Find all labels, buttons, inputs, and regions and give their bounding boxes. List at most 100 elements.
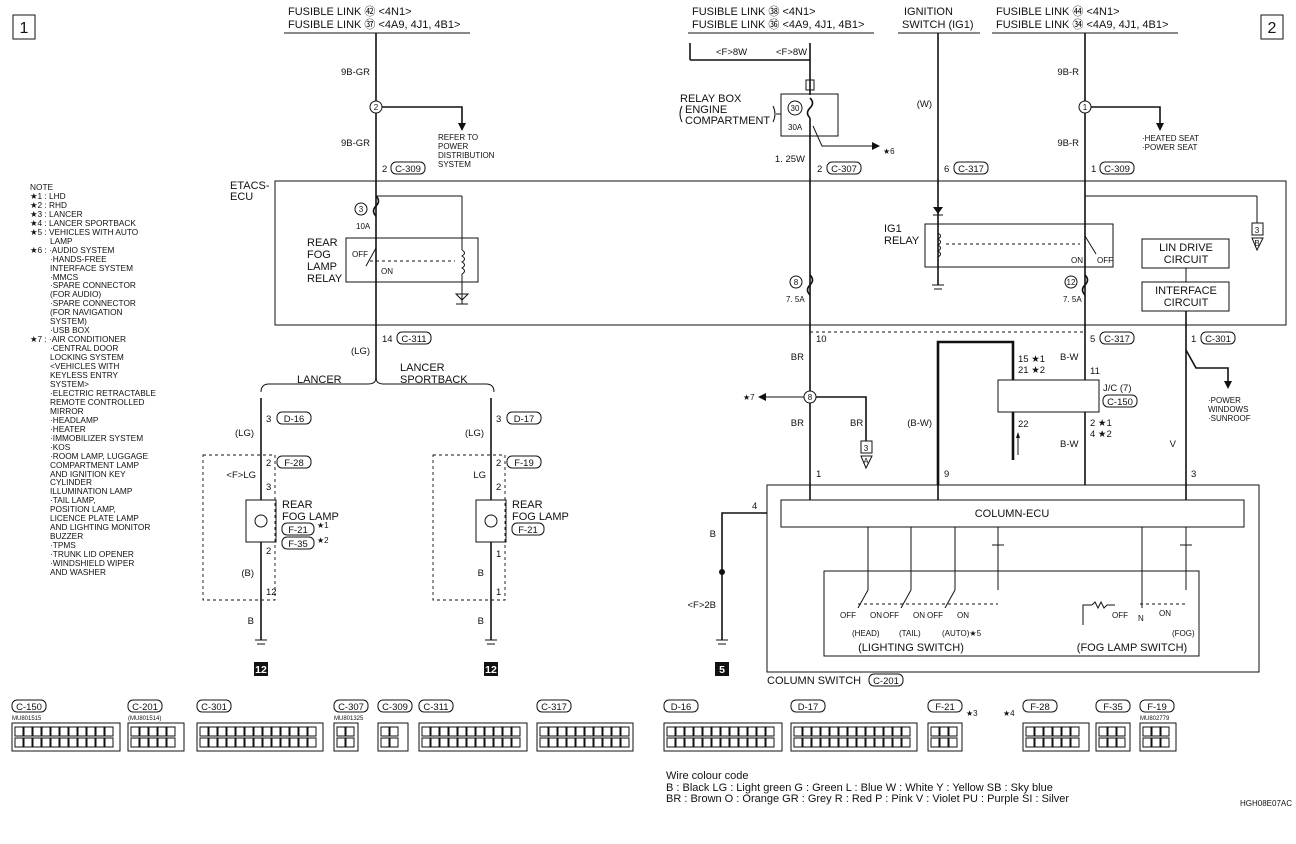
lin-drive-label: LIN DRIVE [1159, 242, 1213, 254]
svg-text:30A: 30A [788, 123, 803, 132]
svg-text:B: B [248, 616, 254, 627]
svg-text:★2: ★2 [317, 536, 329, 545]
svg-text:DISTRIBUTION: DISTRIBUTION [438, 151, 495, 160]
supply-2: FUSIBLE LINK ㊳ <4N1> FUSIBLE LINK ㊱ <4A9… [688, 5, 874, 34]
ground-ref-12-b: 12 [485, 664, 497, 676]
svg-text:30: 30 [791, 104, 800, 113]
svg-text:(W): (W) [917, 99, 932, 110]
connector-c-309: C-309 [377, 699, 413, 752]
svg-text:3: 3 [496, 414, 501, 425]
supply-1-line2: FUSIBLE LINK ㊲ <4A9, 4J1, 4B1> [288, 18, 460, 31]
note-line: ★4 : LANCER SPORTBACK [30, 217, 136, 228]
svg-text:ON: ON [1159, 609, 1171, 618]
connector-part: (MU801514) [128, 716, 161, 722]
svg-text:CIRCUIT: CIRCUIT [1164, 297, 1209, 309]
svg-text:2: 2 [496, 482, 501, 493]
svg-text:ON: ON [957, 611, 969, 620]
svg-text:FOG LAMP: FOG LAMP [282, 511, 339, 523]
svg-text:9: 9 [944, 469, 949, 480]
supply-3: IGNITION SWITCH (IG1) [898, 6, 980, 34]
note-line: POSITION LAMP, [50, 504, 116, 515]
svg-text:1. 25W: 1. 25W [775, 154, 805, 165]
connector-d-16: D-16 [663, 699, 783, 752]
svg-text:ON: ON [381, 267, 393, 276]
column-switch-label: COLUMN SWITCH [767, 675, 861, 687]
svg-text:CIRCUIT: CIRCUIT [1164, 254, 1209, 266]
svg-text:9B-R: 9B-R [1057, 138, 1079, 149]
svg-text:·POWER: ·POWER [1208, 396, 1241, 405]
svg-text:OFF: OFF [352, 250, 368, 259]
svg-text:RELAY: RELAY [884, 235, 920, 247]
switch-housing [823, 570, 1200, 657]
note-line: ★3 : LANCER [30, 208, 83, 219]
svg-text:★7: ★7 [743, 393, 755, 402]
svg-text:·HEATED SEAT: ·HEATED SEAT [1142, 134, 1199, 143]
drawing-id: HGH08E07AC [1240, 799, 1292, 808]
svg-text:10A: 10A [356, 222, 371, 231]
svg-text:1: 1 [496, 549, 501, 560]
svg-text:B: B [478, 616, 484, 627]
svg-text:21 ★2: 21 ★2 [1018, 365, 1045, 376]
svg-text:2: 2 [382, 164, 387, 175]
svg-text:ON: ON [870, 611, 882, 620]
svg-text:<F>8W: <F>8W [716, 47, 747, 58]
svg-text:RELAY: RELAY [307, 273, 343, 285]
connector-id: C-317 [541, 702, 567, 713]
conn-c317-b: C-317 [1104, 334, 1130, 345]
column-ecu [780, 499, 1245, 528]
rear-fog-lamp-sportback [475, 499, 507, 543]
note-line: ·ELECTRIC RETRACTABLE [50, 387, 156, 398]
wire-colour-code-line1: B : Black LG : Light green G : Green L :… [666, 782, 1053, 794]
conn-c301: C-301 [1205, 334, 1231, 345]
connector-id: D-17 [798, 702, 819, 713]
conn-f19: F-19 [514, 458, 534, 469]
note-line: ·SPARE CONNECTOR [50, 280, 136, 291]
svg-text:22: 22 [1018, 419, 1029, 430]
svg-text:LG: LG [473, 470, 486, 481]
conn-f21-b: F-21 [518, 525, 538, 536]
note-line: MIRROR [50, 405, 84, 416]
etacs-ecu-box [274, 180, 1287, 326]
sheet-number-right: 2 [1268, 20, 1277, 37]
wire-colour-code-line2: BR : Brown O : Orange GR : Grey R : Red … [666, 793, 1069, 805]
svg-text:ENGINE: ENGINE [685, 104, 727, 116]
ground-ref-5: 5 [719, 664, 725, 676]
label-9b-gr-b: 9B-GR [341, 138, 370, 149]
conn-c201: C-201 [873, 676, 899, 687]
note-line: ·SPARE CONNECTOR [50, 298, 136, 309]
connector-c-311: C-311 [418, 699, 528, 752]
note-line: ·IMMOBILIZER SYSTEM [50, 432, 144, 443]
svg-text:B-W: B-W [1060, 352, 1079, 363]
note-line: SYSTEM> [50, 378, 89, 389]
svg-text:11: 11 [1090, 366, 1100, 377]
supply-3-line2: SWITCH (IG1) [902, 19, 974, 31]
note-line: (FOR NAVIGATION [50, 307, 123, 318]
svg-text:B-W: B-W [1060, 439, 1079, 450]
connector-star-4: ★4 [1003, 709, 1015, 718]
svg-text:1: 1 [1191, 334, 1196, 345]
note-line: LOCKING SYSTEM [50, 352, 124, 363]
connector-d-17: D-17 [790, 699, 918, 752]
note-line: ·HANDS-FREE [50, 253, 107, 264]
note-line: LAMP [50, 235, 73, 246]
note-line: INTERFACE SYSTEM [50, 262, 133, 273]
svg-text:A: A [863, 457, 869, 466]
svg-text:12: 12 [1067, 278, 1076, 287]
conn-d16: D-16 [284, 414, 305, 425]
connector-id: C-150 [16, 702, 42, 713]
supply-4: FUSIBLE LINK ㊹ <4N1> FUSIBLE LINK ㉞ <4A9… [992, 5, 1178, 34]
connector-f-21: F-21 [927, 699, 963, 752]
etacs-label-2: ECU [230, 191, 253, 203]
svg-text:1: 1 [496, 587, 501, 598]
note-line: ·ROOM LAMP, LUGGAGE [50, 450, 149, 461]
note-line: ★5 : VEHICLES WITH AUTO [30, 226, 139, 237]
conn-c311: C-311 [401, 334, 426, 345]
connector-id: D-16 [671, 702, 692, 713]
connector-id: C-201 [132, 702, 158, 713]
note-line: ·MMCS [50, 271, 79, 282]
conn-d17: D-17 [514, 414, 535, 425]
note-line: ·KOS [50, 441, 71, 452]
svg-text:5: 5 [1090, 334, 1095, 345]
supply-2-line2: FUSIBLE LINK ㊱ <4A9, 4J1, 4B1> [692, 18, 864, 31]
note-line: ·TPMS [50, 540, 76, 551]
